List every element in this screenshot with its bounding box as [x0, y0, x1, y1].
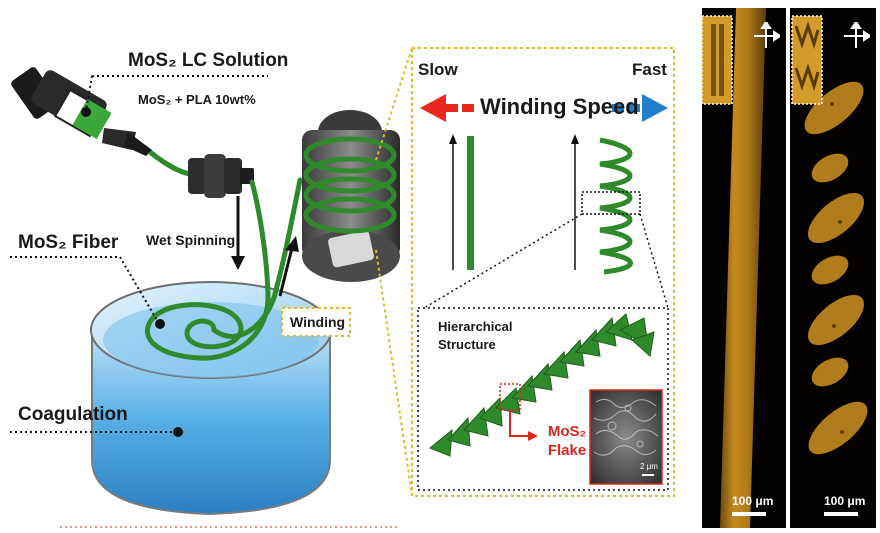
lc-solution-label: MoS₂ LC Solution	[128, 50, 289, 71]
coagulation-label: Coagulation	[18, 404, 128, 425]
micrograph-straight: 100 μm	[702, 8, 786, 528]
fiber-spiral	[145, 177, 303, 361]
zoom-line-left	[423, 213, 583, 309]
callout-dot-coagulation	[173, 427, 183, 437]
slow-label: Slow	[418, 60, 458, 79]
callout-dot-solution	[81, 107, 91, 117]
spool-icon	[302, 110, 400, 282]
callout-dot-fiber	[155, 319, 165, 329]
polarizer-icon-2	[842, 20, 872, 50]
flake-callout-arrow	[509, 410, 530, 437]
callout-lines	[10, 75, 268, 433]
scale-bar-1	[732, 512, 766, 516]
scale-label-1: 100 μm	[732, 494, 774, 508]
scale-label-2: 100 μm	[824, 494, 866, 508]
flake-chain	[429, 313, 655, 457]
winding-speed-label: Winding Speed	[480, 94, 639, 119]
micrograph-helical: 100 μm	[790, 8, 876, 528]
polarizer-icon-1	[752, 20, 782, 50]
scale-bar-2	[824, 512, 858, 516]
winding-label: Winding	[290, 314, 346, 330]
fast-label: Fast	[632, 60, 667, 79]
syringe-icon	[11, 67, 152, 156]
winding-arrow	[278, 247, 294, 297]
winding-label-box	[281, 307, 351, 337]
fiber-label: MoS₂ Fiber	[18, 232, 119, 253]
slow-arrow	[420, 94, 474, 122]
hierarchy-title: Hierarchical Structure	[438, 319, 513, 352]
zoom-box	[581, 191, 641, 215]
zoom-line-right	[639, 213, 669, 309]
helical-fiber	[571, 134, 633, 275]
winding-connectors	[375, 47, 413, 497]
flake-label: MoS₂ Flake	[547, 423, 587, 459]
straight-fiber	[449, 134, 474, 270]
sem-scale-label: 2 μm	[640, 462, 658, 471]
spinneret-icon	[188, 154, 254, 198]
fast-arrow	[612, 94, 668, 122]
lc-solution-sub: MoS₂ + PLA 10wt%	[138, 92, 256, 107]
wet-spinning-label: Wet Spinning	[146, 232, 236, 248]
sem-image	[589, 389, 663, 485]
